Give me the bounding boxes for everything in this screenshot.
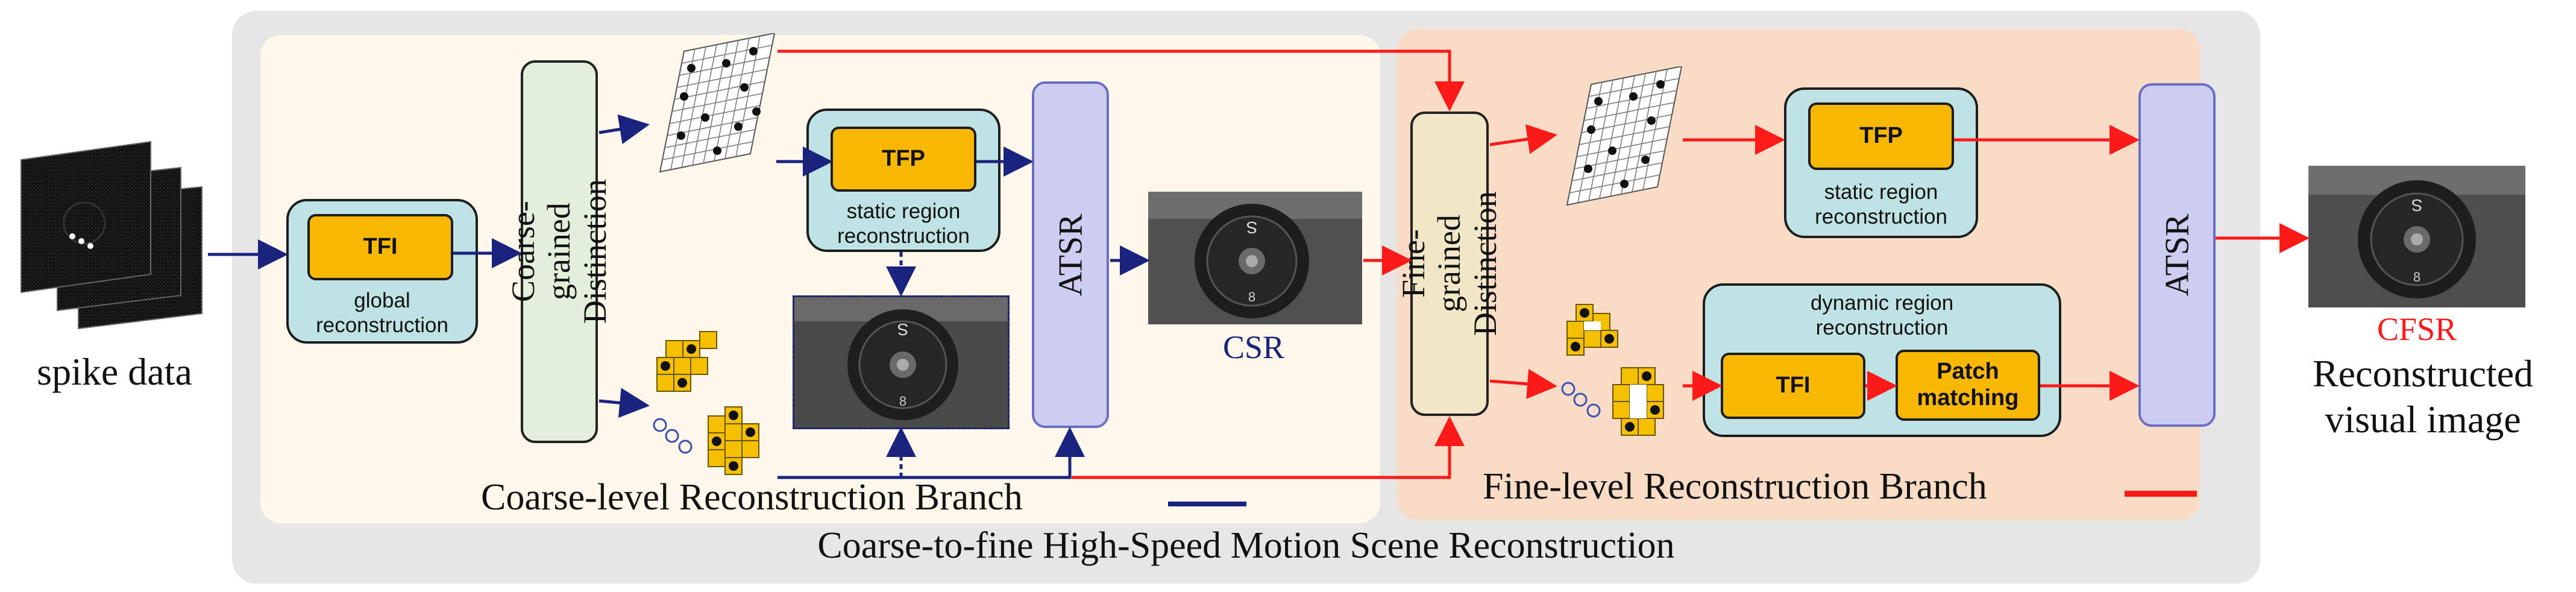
csr-image: S 8 — [1148, 192, 1362, 324]
tfp-coarse-block: TFP — [831, 127, 976, 192]
static-region-caption-fine: static region reconstruction — [1815, 180, 1947, 229]
output-label: Reconstructed visual image — [2312, 352, 2534, 441]
svg-text:S: S — [2411, 196, 2423, 215]
coarse-branch-legend-line — [1168, 502, 1246, 506]
global-reconstruction-caption: global reconstruction — [316, 289, 448, 338]
atsr-fine-label: ATSR — [2158, 213, 2196, 297]
dynamic-region-caption: dynamic region reconstruction — [1810, 291, 1954, 340]
svg-text:8: 8 — [2413, 269, 2420, 285]
static-region-image-coarse: S 8 — [793, 295, 1010, 429]
atsr-coarse-label: ATSR — [1052, 213, 1089, 296]
fine-distinction-label: Fine-grained Distinction — [1395, 191, 1503, 336]
svg-text:8: 8 — [899, 394, 906, 409]
atsr-fine-block: ATSR — [2138, 83, 2216, 427]
overall-title: Coarse-to-fine High-Speed Motion Scene R… — [817, 525, 1675, 566]
tfi-global-block: TFI — [307, 214, 453, 280]
fine-branch-label: Fine-level Reconstruction Branch — [1483, 466, 1987, 507]
fine-branch-legend-line — [2125, 491, 2197, 497]
atsr-coarse-block: ATSR — [1032, 81, 1109, 428]
static-region-grid-fine — [1555, 65, 1688, 208]
spike-data-stack — [15, 133, 208, 338]
csr-label: CSR — [1222, 329, 1285, 365]
static-region-grid-coarse — [648, 32, 781, 175]
dynamic-region-grid-fine — [1555, 298, 1688, 449]
tfi-dynamic-block: TFI — [1721, 353, 1865, 419]
cfsr-label: CFSR — [2377, 311, 2457, 347]
static-region-caption-coarse: static region reconstruction — [837, 200, 970, 248]
patch-matching-block: Patch matching — [1896, 350, 2040, 421]
svg-text:S: S — [897, 320, 909, 339]
coarse-branch-label: Coarse-level Reconstruction Branch — [481, 477, 1023, 518]
svg-text:S: S — [1246, 218, 1258, 237]
coarse-distinction-label: Coarse-grained Distinction — [504, 179, 613, 324]
tfp-fine-block: TFP — [1808, 102, 1954, 170]
coarse-distinction-box: Coarse-grained Distinction — [505, 60, 613, 443]
dynamic-region-grid-coarse — [648, 329, 787, 485]
svg-text:8: 8 — [1248, 289, 1255, 304]
cfsr-output-image: S 8 — [2308, 166, 2525, 307]
spike-data-label: spike data — [37, 350, 192, 393]
fine-distinction-box: Fine-grained Distinction — [1395, 112, 1503, 416]
